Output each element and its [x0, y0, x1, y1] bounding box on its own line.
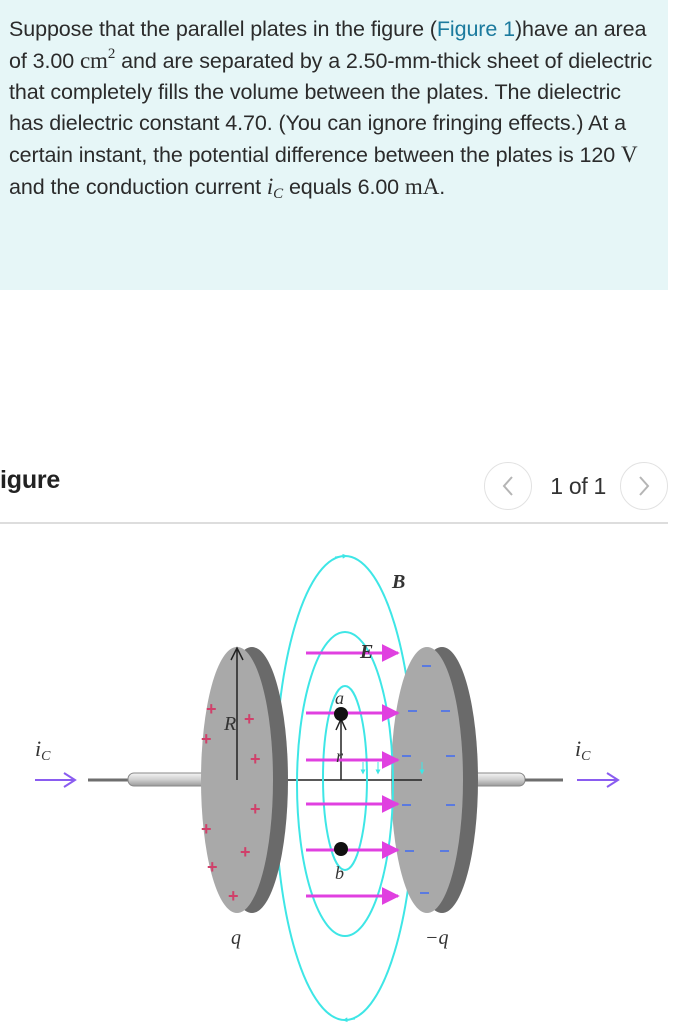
label-ic-right: iC — [575, 736, 591, 764]
svg-text:+: + — [250, 799, 261, 819]
svg-text:+: + — [250, 749, 261, 769]
figure-header: igure 1 of 1 — [0, 462, 668, 524]
svg-text:+: + — [206, 699, 217, 719]
svg-text:+: + — [201, 819, 212, 839]
problem-text-part: and the conduction current — [9, 175, 267, 199]
svg-text:+: + — [240, 842, 251, 862]
svg-text:+: + — [228, 886, 239, 906]
positive-plate — [201, 647, 288, 913]
label-B: B — [391, 571, 405, 593]
negative-plate — [391, 647, 478, 913]
problem-statement-box: Suppose that the parallel plates in the … — [0, 0, 668, 290]
problem-text-part: Suppose that the parallel plates in the … — [9, 17, 437, 41]
current-arrow-right — [577, 772, 620, 788]
previous-figure-button[interactable] — [484, 462, 533, 510]
label-R: R — [223, 713, 236, 735]
label-r: r — [336, 746, 344, 766]
next-figure-button[interactable] — [620, 462, 668, 510]
current-arrow-left — [35, 772, 77, 788]
figure-link[interactable]: Figure 1 — [436, 17, 515, 41]
magnetic-field-loop-inner — [322, 685, 368, 871]
problem-text-part: equals — [283, 175, 358, 199]
point-b — [334, 842, 348, 856]
electric-field-arrows — [306, 644, 400, 905]
problem-text-part: . — [439, 175, 446, 199]
current-symbol: i — [266, 174, 274, 199]
capacitor-diagram-svg: + + + + + + + + + — [35, 553, 620, 1023]
problem-text-part: and are separated by a 2.50-mm-thick she… — [9, 49, 653, 167]
label-ic-left: iC — [35, 736, 51, 764]
label-b: b — [335, 863, 344, 883]
label-charge-positive: q — [231, 927, 241, 949]
svg-text:+: + — [201, 729, 212, 749]
current-subscript: C — [273, 186, 284, 202]
figure-page-count: 1 of 1 — [550, 472, 606, 499]
label-E: E — [359, 641, 373, 663]
figure-pager: 1 of 1 — [484, 462, 668, 510]
label-charge-negative: −q — [425, 927, 449, 949]
problem-text-part: )have an area of 3.00 — [9, 17, 647, 73]
figure-title: igure — [0, 466, 61, 494]
svg-text:+: + — [207, 857, 218, 877]
current-value: 6.00 — [357, 175, 405, 199]
label-a: a — [335, 688, 344, 708]
magnetic-field-loop-middle — [296, 631, 394, 937]
svg-text:+: + — [244, 709, 255, 729]
chevron-left-icon — [502, 476, 513, 496]
positive-charges: + + + + + + + + + — [201, 699, 261, 906]
current-unit: mA — [404, 174, 440, 199]
area-exponent: 2 — [107, 46, 116, 62]
negative-charges — [402, 665, 455, 894]
area-unit: cm — [79, 48, 108, 73]
voltage-unit: V — [620, 142, 638, 167]
point-a — [334, 707, 348, 721]
capacitor-diagram: + + + + + + + + + — [0, 540, 683, 1024]
chevron-right-icon — [639, 476, 650, 496]
problem-text: Suppose that the parallel plates in the … — [9, 14, 658, 210]
